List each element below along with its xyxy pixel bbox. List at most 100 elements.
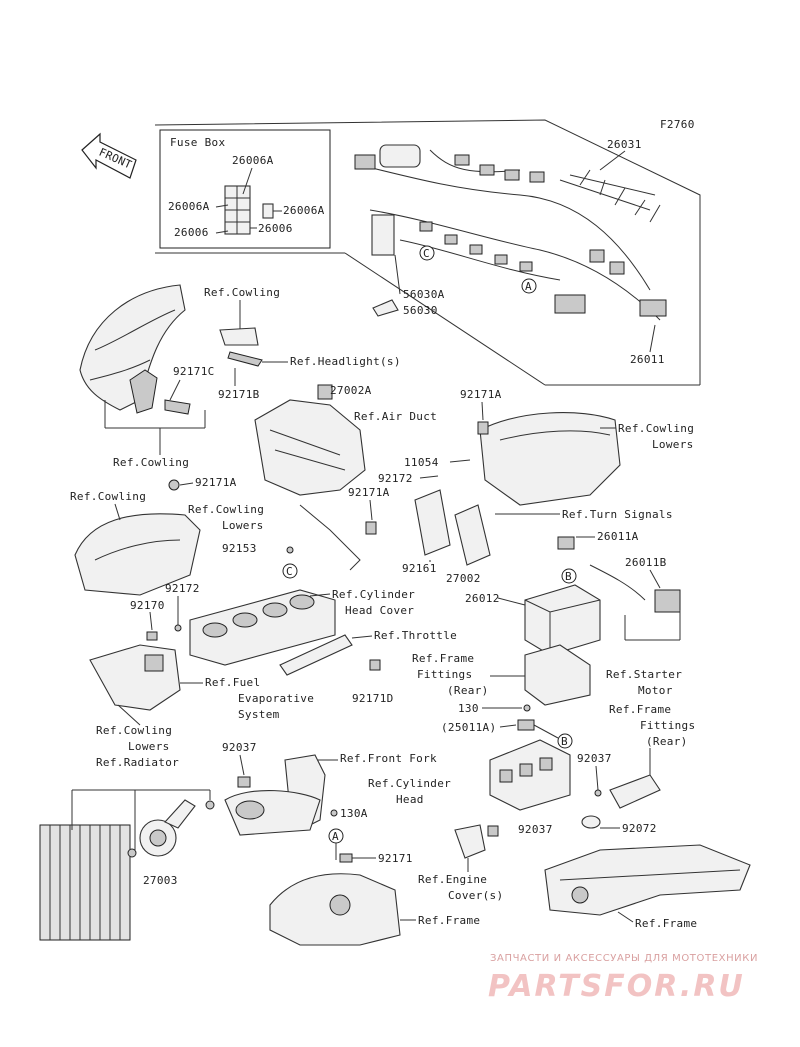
figure-code: F2760 (660, 118, 695, 131)
cylinder-head-part (489, 739, 571, 811)
fuse-part-1: 26006A (168, 200, 210, 213)
fuse-box-inset: Fuse Box 26006A 26006A 26006A 26006 2600… (159, 129, 331, 249)
label-ref-fuel-b: Evaporative (238, 692, 314, 705)
label-ref-engine-b: Cover(s) (448, 889, 503, 902)
battery-case (524, 644, 591, 706)
label-ref-frame-fittings-1c: (Rear) (447, 684, 489, 697)
label-ref-cowling-lowers-2b: Lowers (222, 519, 264, 532)
label-ref-headlight: Ref.Headlight(s) (290, 355, 401, 368)
label-92171A-3: 92171A (195, 476, 237, 489)
label-92072: 92072 (622, 822, 657, 835)
fuse-spare (262, 203, 274, 219)
label-92171C: 92171C (173, 365, 215, 378)
label-ref-frame-2: Ref.Frame (635, 917, 697, 930)
label-ref-cyl-head-cover: Ref.Cylinder (332, 588, 415, 601)
label-ref-frame-1: Ref.Frame (418, 914, 480, 927)
label-26011B: 26011B (625, 556, 667, 569)
label-92171D: 92171D (352, 692, 394, 705)
label-92172-2: 92172 (165, 582, 200, 595)
label-ref-radiator: Ref.Radiator (96, 756, 179, 769)
svg-text:A: A (525, 280, 532, 293)
label-ref-fuel-c: System (238, 708, 280, 721)
label-ref-cowling-lowers-1b: Lowers (652, 438, 694, 451)
label-ref-throttle: Ref.Throttle (374, 629, 457, 642)
label-ref-starter-b: Motor (638, 684, 673, 697)
label-ref-engine: Ref.Engine (418, 873, 487, 886)
fuse-part-0: 26006A (232, 154, 274, 167)
front-arrow-icon: FRONT (81, 132, 137, 179)
label-ref-starter: Ref.Starter (606, 668, 682, 681)
label-ref-frame-fittings-2b: Fittings (640, 719, 695, 732)
starter-relay (654, 589, 681, 613)
label-92153: 92153 (222, 542, 257, 555)
label-26011A: 26011A (597, 530, 639, 543)
label-ref-frame-fittings-1: Ref.Frame (412, 652, 474, 665)
radiator-part (39, 824, 131, 941)
label-ref-cowling-2: Ref.Cowling (113, 456, 189, 469)
callout-c-harness (419, 245, 435, 261)
front-frame-section (269, 873, 401, 946)
label-ref-cowling-lowers-3b: Lowers (128, 740, 170, 753)
label-92161: 92161 (402, 562, 437, 575)
label-92037-1: 92037 (222, 741, 257, 754)
clamp-part (581, 815, 601, 829)
label-27003: 27003 (143, 874, 178, 887)
upper-cowling (79, 284, 186, 414)
rear-cowling-right (477, 412, 621, 506)
label-130: 130 (458, 702, 479, 715)
air-duct-part (254, 384, 366, 496)
label-56030: 56030 (403, 304, 438, 317)
label-26012: 26012 (465, 592, 500, 605)
ignition-coils-part (189, 589, 336, 666)
label-27002A: 27002A (330, 384, 372, 397)
label-ref-cyl-head-b: Head (396, 793, 424, 806)
watermark-tagline: ЗАПЧАСТИ И АКСЕССУАРЫ ДЛЯ МОТОТЕХНИКИ (490, 953, 758, 964)
callout-b-battery (561, 568, 577, 584)
rear-frame-section (544, 844, 751, 916)
label-ref-front-fork: Ref.Front Fork (340, 752, 437, 765)
label-92171A-1: 92171A (460, 388, 502, 401)
svg-text:C: C (286, 565, 293, 578)
label-ref-cowling-lowers-1: Ref.Cowling (618, 422, 694, 435)
svg-text:A: A (332, 830, 339, 843)
label-ref-cyl-head-cover-b: Head Cover (345, 604, 414, 617)
label-ref-air-duct: Ref.Air Duct (354, 410, 437, 423)
label-92172-1: 92172 (378, 472, 413, 485)
fuse-box-title: Fuse Box (170, 136, 225, 149)
ecu-module (414, 489, 491, 566)
main-wiring-harness: A C (354, 144, 667, 321)
label-26011: 26011 (630, 353, 665, 366)
lower-cowling-bracket (89, 644, 181, 711)
label-25011A: (25011A) (441, 721, 496, 734)
callout-c-cylinder (282, 563, 298, 579)
label-ref-cyl-head: Ref.Cylinder (368, 777, 451, 790)
frame-line (344, 252, 546, 386)
label-92171A-2: 92171A (348, 486, 390, 499)
watermark-brand: PARTSFOR.RU (488, 969, 745, 1004)
label-11054: 11054 (404, 456, 439, 469)
label-ref-frame-fittings-1b: Fittings (417, 668, 472, 681)
battery-part (524, 584, 601, 656)
label-27002: 27002 (446, 572, 481, 585)
label-ref-cowling-3: Ref.Cowling (70, 490, 146, 503)
throttle-sensor-harness (279, 634, 353, 676)
label-92037-2: 92037 (518, 823, 553, 836)
svg-text:C: C (423, 247, 430, 260)
label-ref-turn-signals: Ref.Turn Signals (562, 508, 673, 521)
label-ref-frame-fittings-2: Ref.Frame (609, 703, 671, 716)
horn-part (139, 799, 196, 857)
label-56030A: 56030A (403, 288, 445, 301)
label-130A: 130A (340, 807, 368, 820)
callout-b-head (557, 733, 573, 749)
svg-text:B: B (565, 570, 572, 583)
fuse-part-3: 26006 (174, 226, 209, 239)
label-92170: 92170 (130, 599, 165, 612)
label-ref-cowling-lowers-3: Ref.Cowling (96, 724, 172, 737)
label-92037-3: 92037 (577, 752, 612, 765)
front-fork-stem (224, 754, 326, 836)
side-cowling-part (74, 513, 201, 596)
label-92171B: 92171B (218, 388, 260, 401)
label-26031: 26031 (607, 138, 642, 151)
label-ref-cowling-lowers-2: Ref.Cowling (188, 503, 264, 516)
